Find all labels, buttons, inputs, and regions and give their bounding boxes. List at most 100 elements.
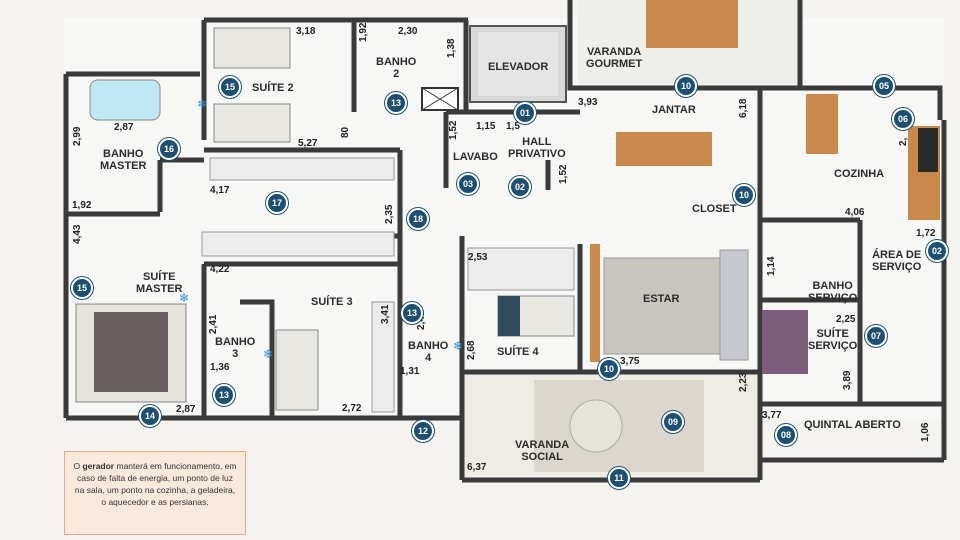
marker-06: 06 [892,108,914,130]
room-banho-servico-line2: SERVIÇO [808,292,858,304]
dim-label: 2,53 [468,252,488,263]
dim-label: 1,5 [506,121,520,132]
dim-label: 2,41 [208,314,219,334]
room-closet: CLOSET [692,203,737,215]
room-suite-servico-line1: SUÍTE [816,328,849,340]
room-banho-servico-line1: BANHO [812,280,853,292]
room-banho-master: BANHO MASTER [100,148,146,172]
marker-10: 10 [598,358,620,380]
marker-13: 13 [213,384,235,406]
dim-label: 1,14 [766,256,777,276]
snowflake-icon: ❄ [178,291,190,305]
estar-tv-panel [590,244,600,362]
marker-02: 02 [926,240,948,262]
dim-label: 3,93 [578,97,598,108]
estar-rug [603,257,737,355]
dim-label: 1,52 [558,164,569,184]
room-banho-2-line1: BANHO [376,56,417,68]
snowflake-icon: ❄ [262,347,274,361]
note-text-start: O [73,461,83,471]
dim-label: 2,25 [836,314,856,325]
marker-03: 03 [457,173,479,195]
room-estar: ESTAR [643,293,680,305]
dim-label: 3,89 [842,370,853,390]
dim-label: 3,41 [380,304,391,324]
room-suite-servico: SUÍTE SERVIÇO [808,328,857,352]
room-suite-4: SUÍTE 4 [497,346,539,358]
marker-18: 18 [407,208,429,230]
room-varanda-social-line1: VARANDA [515,439,570,451]
dim-label: 2,35 [384,204,395,224]
room-cozinha: COZINHA [834,168,885,180]
room-banho-4-line1: BANHO [408,340,449,352]
room-area-servico-line1: ÁREA DE [872,249,922,261]
room-varanda-social: VARANDA SOCIAL [515,439,569,463]
kitchen-counter [806,94,838,154]
dim-label: 5,27 [298,138,318,149]
dim-label: 4,06 [845,207,865,218]
marker-09: 09 [662,411,684,433]
dim-label: 2,30 [398,26,418,37]
marker-13: 13 [401,302,423,324]
room-lavabo: LAVABO [453,151,498,163]
marker-05: 05 [873,75,895,97]
marker-02: 02 [509,176,531,198]
dim-label: 1,38 [446,38,457,58]
dim-label: 1,15 [476,121,496,132]
marker-01: 01 [514,102,536,124]
dim-label: 2,87 [114,122,134,133]
marker-11: 11 [608,467,630,489]
room-banho-3: BANHO 3 [215,336,255,360]
dim-label: 1,06 [920,422,931,442]
room-banho-2-line2: 2 [393,68,400,80]
dim-label: 1,72 [916,228,936,239]
marker-16: 16 [158,138,180,160]
dim-label: 2,87 [176,404,196,415]
marker-15: 15 [219,76,241,98]
dim-label: 4,43 [72,224,83,244]
note-text-rest: manterá em funcionamento, em caso de fal… [74,461,237,507]
snowflake-icon: ❄ [452,339,464,353]
dim-label: 1,92 [358,22,369,42]
marker-13: 13 [385,92,407,114]
dim-label: 6,37 [467,462,487,473]
room-area-servico-line2: SERVIÇO [872,261,922,273]
room-suite-master-line2: MASTER [136,283,183,295]
room-elevador: ELEVADOR [488,61,549,73]
dim-label: 4,22 [210,264,230,275]
marker-10: 10 [733,184,755,206]
room-banho-2: BANHO 2 [376,56,416,80]
dim-label: 3,75 [620,356,640,367]
room-banho-master-line2: MASTER [100,160,147,172]
dim-label: 2, [898,137,909,146]
marker-15: 15 [71,277,93,299]
dim-label: 3,18 [296,26,316,37]
dim-label: 2,99 [72,126,83,146]
dim-label: 2,23 [738,372,749,392]
room-banho-3-line2: 3 [232,348,239,360]
elevator-inner [478,32,558,96]
marker-17: 17 [266,192,288,214]
room-varanda-gourmet-line1: VARANDA [587,46,642,58]
room-hall-line2: PRIVATIVO [508,148,566,160]
room-varanda-social-line2: SOCIAL [521,451,563,463]
room-varanda-gourmet: VARANDA GOURMET [586,46,642,70]
room-suite-2: SUÍTE 2 [252,82,294,94]
dim-label: 1,31 [400,366,420,377]
marker-08: 08 [775,424,797,446]
marker-12: 12 [412,420,434,442]
marker-14: 14 [139,405,161,427]
beds [75,27,808,411]
dining-table [616,0,738,166]
room-hall-line1: HALL [522,136,552,148]
marker-07: 07 [865,325,887,347]
room-banho-4-line2: 4 [425,352,432,364]
room-area-servico: ÁREA DE SERVIÇO [872,249,921,273]
note-bold: gerador [82,461,115,471]
dim-label: 3,77 [762,410,782,421]
room-jantar: JANTAR [652,104,696,116]
dim-label: 6,18 [738,98,749,118]
dim-label: 1,36 [210,362,230,373]
varanda-table [569,399,623,453]
